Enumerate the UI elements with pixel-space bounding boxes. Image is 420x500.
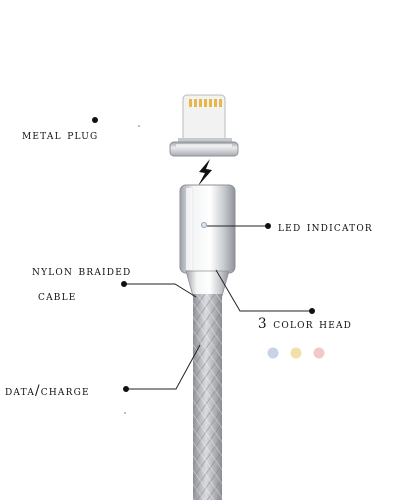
label-nylon-braided: NYLON BRAIDED: [32, 263, 132, 279]
led-dot: [200, 221, 207, 228]
label-color-head: 3 COLOR HEAD: [258, 316, 353, 332]
label-cable: CABLE: [38, 288, 77, 304]
color-swatch: [290, 347, 302, 359]
braided-cable: [193, 294, 222, 500]
leader-dots: [92, 117, 315, 392]
label-data-charge: DATA/CHARGE: [5, 383, 90, 399]
leader-lines: [124, 225, 312, 390]
color-swatch: [313, 347, 325, 359]
color-swatch: [267, 347, 279, 359]
speck-dots: [124, 125, 140, 414]
label-metal-plug: METAL PLUG: [22, 127, 99, 143]
color-head: [179, 184, 236, 297]
lightning-connector: [178, 94, 232, 144]
label-led-indicator: LED INDICATOR: [278, 219, 373, 235]
metal-plug: [169, 141, 239, 157]
color-swatches: [267, 347, 325, 359]
lightning-bolt-icon: [198, 159, 212, 186]
